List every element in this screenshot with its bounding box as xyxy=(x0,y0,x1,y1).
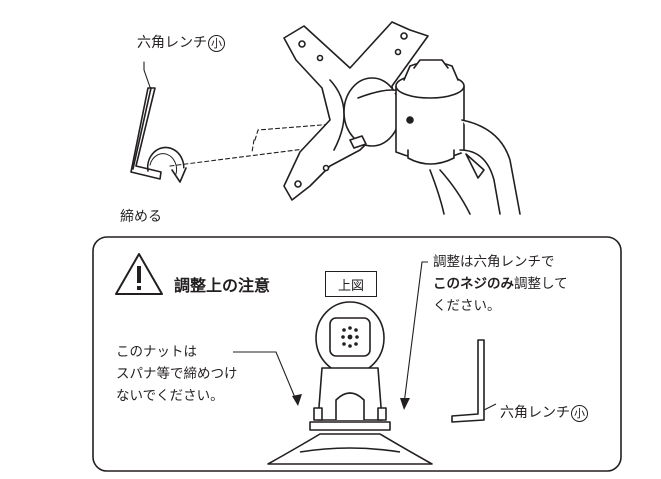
right-note: 調整は六角レンチで このネジのみ調整して ください。 xyxy=(433,251,568,317)
size-mark-small-bottom: 小 xyxy=(571,404,588,422)
caution-box-frame xyxy=(92,236,622,472)
nut-pointer-arrow xyxy=(292,394,302,406)
view-tag: 上図 xyxy=(325,271,377,297)
left-note: このナットは スパナ等で締めつけ ないでください。 xyxy=(116,341,238,407)
left-note-line-2: スパナ等で締めつけ xyxy=(116,366,238,382)
adjustment-screw xyxy=(341,326,359,348)
wrench-label-bottom-text: 六角レンチ xyxy=(500,405,570,421)
wrench-label-bottom: 六角レンチ小 xyxy=(500,404,588,422)
leader-lines xyxy=(233,261,428,405)
top-illustration xyxy=(130,21,521,215)
ball-joint xyxy=(343,77,403,149)
view-tag-text: 上図 xyxy=(337,278,364,294)
wrench-label-top: 六角レンチ小 xyxy=(137,34,225,52)
right-note-line-3: ください。 xyxy=(433,298,501,314)
arm-cylinder xyxy=(395,59,521,215)
caution-title: 調整上の注意 xyxy=(174,276,271,295)
rotate-arrow-icon xyxy=(146,146,187,183)
tighten-label: 締める xyxy=(120,209,162,225)
warning-icon xyxy=(115,253,163,295)
right-note-line-1: 調整は六角レンチで xyxy=(433,254,555,270)
size-mark-small: 小 xyxy=(208,34,225,52)
wrench-label-text: 六角レンチ xyxy=(137,35,207,51)
hex-wrench-top xyxy=(130,87,162,180)
left-note-line-3: ないでください。 xyxy=(116,388,224,404)
left-note-line-1: このナットは xyxy=(116,344,197,360)
stand-illustration xyxy=(267,301,433,465)
hex-wrench-small xyxy=(451,339,497,423)
screw-pointer-arrow xyxy=(400,398,410,410)
wrench-label-leader xyxy=(143,61,152,91)
right-note-line-2: このネジのみ調整して xyxy=(433,273,568,295)
right-note-emphasis: このネジのみ xyxy=(433,276,514,292)
right-note-line-2-rest: 調整して xyxy=(514,276,568,292)
